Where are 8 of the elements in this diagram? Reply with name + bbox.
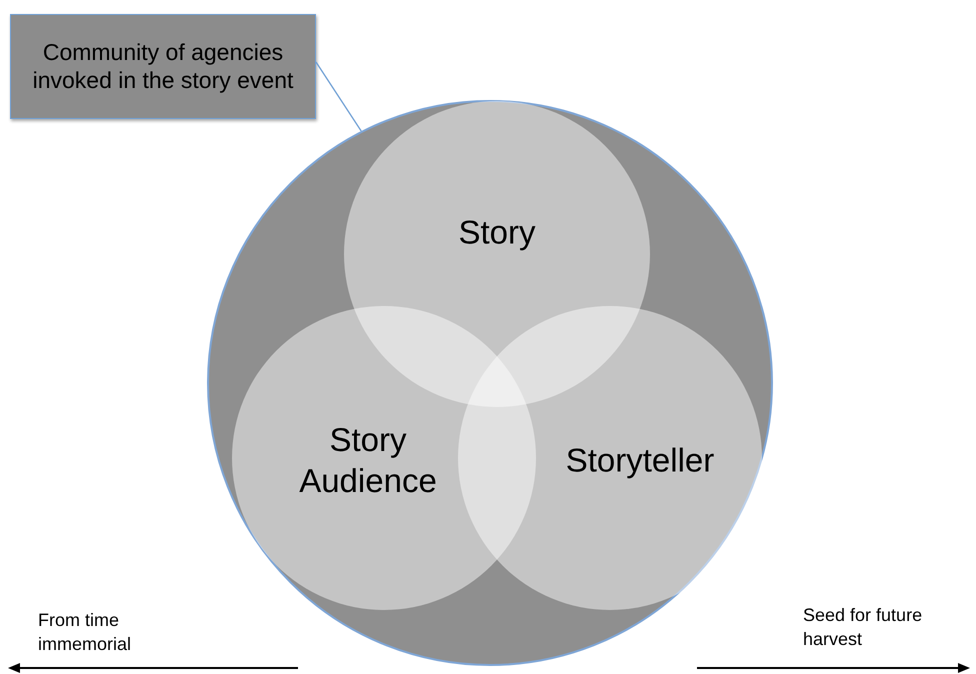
circle-label: Storyteller	[564, 440, 716, 480]
circle-label: Story Audience	[298, 420, 438, 501]
callout-box	[10, 14, 316, 119]
timeline-label: Seed for future harvest	[803, 604, 924, 652]
circle-label: Story	[457, 212, 537, 252]
leader-line	[315, 62, 362, 132]
timeline-label: From time immemorial	[38, 609, 132, 656]
callout-text: Community of agencies invoked in the story event	[32, 38, 294, 94]
